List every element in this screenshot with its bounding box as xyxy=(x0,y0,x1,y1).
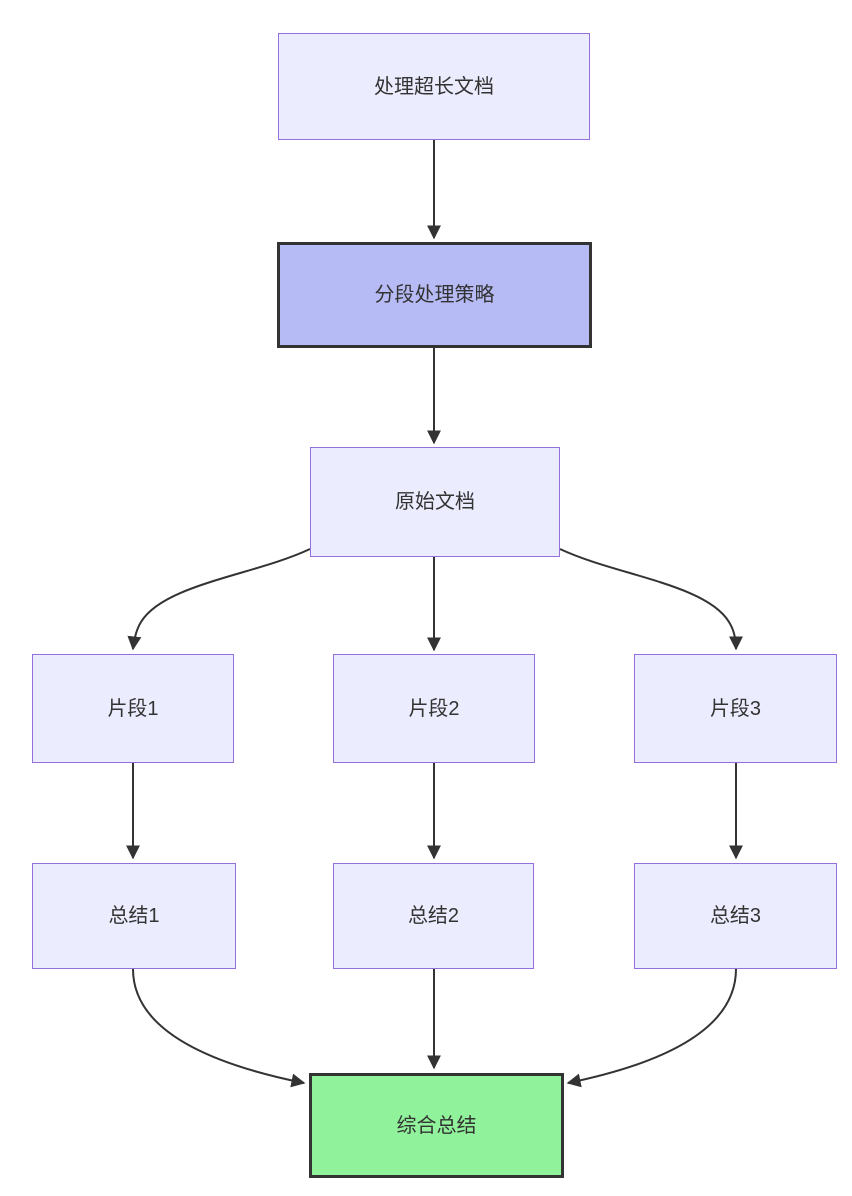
node-label: 总结3 xyxy=(709,905,762,927)
node-label: 分段处理策略 xyxy=(374,284,495,306)
edge-c-to-d3 xyxy=(559,548,743,651)
edge-s1-to-f xyxy=(132,968,306,1088)
node-label: 综合总结 xyxy=(396,1114,477,1137)
node-original-document: 原始文档 xyxy=(310,447,560,557)
edge-s3-to-f xyxy=(566,968,737,1088)
node-label: 片段3 xyxy=(709,697,762,720)
node-summary-3: 总结3 xyxy=(634,863,837,969)
node-label: 片段1 xyxy=(107,697,159,720)
node-label: 处理超长文档 xyxy=(374,75,494,98)
node-segmentation-strategy: 分段处理策略 xyxy=(277,242,592,348)
node-fragment-2: 片段2 xyxy=(333,654,535,763)
node-summary-1: 总结1 xyxy=(32,863,236,969)
node-label: 总结2 xyxy=(407,905,460,927)
node-label: 片段2 xyxy=(408,697,460,720)
edge-c-to-d1 xyxy=(127,548,311,651)
node-label: 原始文档 xyxy=(395,491,475,513)
node-fragment-3: 片段3 xyxy=(634,654,837,763)
node-handle-long-document: 处理超长文档 xyxy=(278,33,590,140)
node-final-summary: 综合总结 xyxy=(309,1073,564,1178)
node-fragment-1: 片段1 xyxy=(32,654,234,763)
node-summary-2: 总结2 xyxy=(333,863,534,969)
node-label: 总结1 xyxy=(108,905,160,927)
